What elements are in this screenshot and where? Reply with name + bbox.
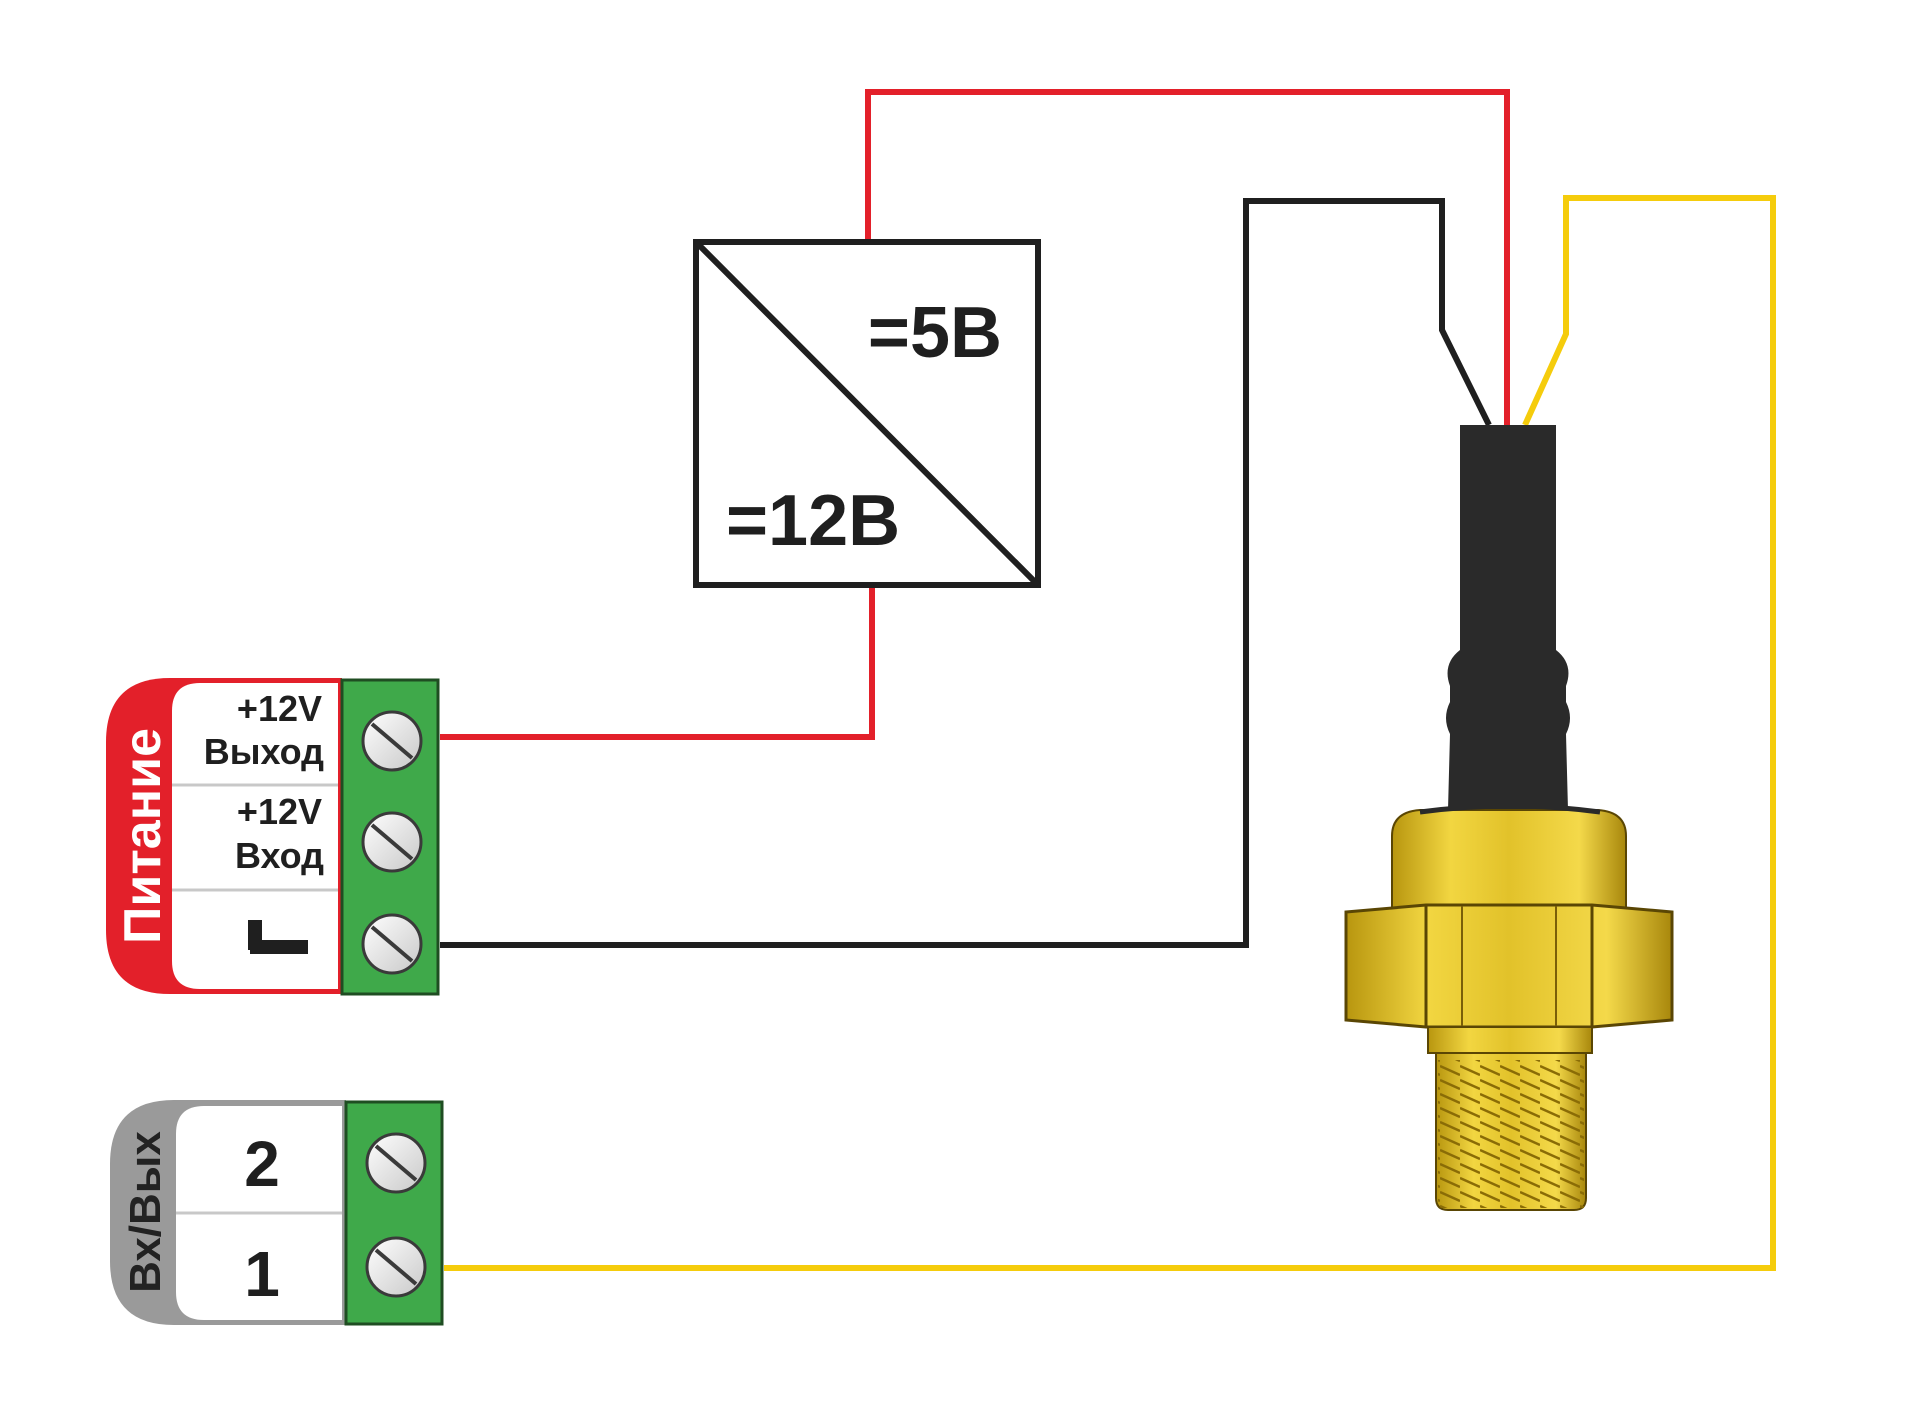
power-label-panel [172,683,338,989]
power-group-label: Питание [114,728,172,944]
io-terminal-block: Вх/Вых 2 1 [110,1100,444,1326]
dc-dc-converter: =5В =12В [693,239,1041,588]
screw-icon[interactable] [361,710,423,772]
screw-icon[interactable] [365,1132,427,1194]
sensor-cap-rim [1419,803,1601,815]
power-terminal-block: Питание +12V Выход +12V Вход [106,678,440,996]
converter-diagonal [693,239,1041,588]
converter-input-voltage: =12В [726,481,900,561]
black-wire-ground-to-sensor [440,198,1492,948]
converter-output-voltage: =5В [868,293,1002,373]
red-wire-power-to-converter [440,586,875,740]
screw-icon[interactable] [361,811,423,873]
wires [440,89,1776,1271]
screw-icon[interactable] [361,913,423,975]
screw-icon[interactable] [365,1236,427,1298]
sensor-hex-nut [1344,903,1674,1029]
sensor-thread-lines [1438,1060,1584,1208]
terminal-label-12v-in: +12V [237,791,322,832]
ground-icon [248,920,308,954]
sensor-cable-sleeve [1446,425,1570,810]
terminal-label-12v-out: +12V [237,688,322,729]
yellow-wire-signal-to-input [444,195,1776,1271]
pressure-sensor [1344,425,1674,1211]
red-wire-converter-to-sensor [865,89,1510,425]
sensor-top-cap [1391,809,1627,916]
io-terminal-label-2: 2 [244,1128,280,1200]
terminal-label-input: Вход [235,835,324,876]
sensor-collar [1427,1026,1593,1054]
io-terminal-label-1: 1 [244,1238,280,1310]
io-group-label: Вх/Вых [121,1131,170,1293]
terminal-label-output: Выход [204,731,324,772]
